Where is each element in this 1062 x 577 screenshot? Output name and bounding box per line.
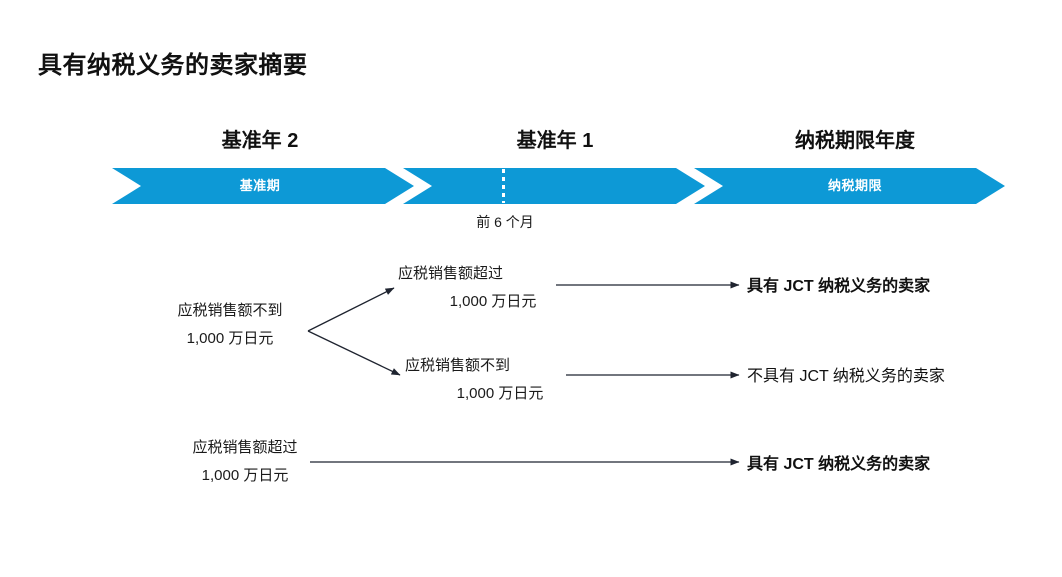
node-branch-lower-line2: 1,000 万日元	[456, 385, 544, 402]
node-branch-upper-line2: 1,000 万日元	[449, 293, 537, 310]
chevron-shapes	[112, 168, 1005, 204]
year-header-tax-period-year: 纳税期限年度	[795, 130, 915, 152]
outcome-jct-liable-bottom: 具有 JCT 纳税义务的卖家	[747, 456, 931, 473]
node-branch-upper-line1: 应税销售额超过	[398, 265, 504, 282]
node-base-year-2-line2: 1,000 万日元	[186, 330, 274, 347]
year-header-base-year-1: 基准年 1	[516, 130, 594, 152]
node-branch-lower-under-threshold: 应税销售额不到 1,000 万日元	[405, 352, 595, 408]
chevron-label-base-period: 基准期	[239, 178, 281, 193]
timeline-chevron-band	[0, 168, 1062, 204]
node-bottom-line1: 应税销售额超过	[192, 439, 298, 456]
first-six-months-note: 前 6 个月	[476, 214, 534, 230]
chevron-dotted-divider	[502, 169, 505, 203]
node-base-year-2-line1: 应税销售额不到	[177, 302, 283, 319]
outcome-jct-liable-top: 具有 JCT 纳税义务的卖家	[747, 278, 931, 295]
node-branch-lower-line1: 应税销售额不到	[405, 357, 511, 374]
year-header-base-year-2: 基准年 2	[221, 130, 299, 152]
chevron-shape-base-period	[112, 168, 414, 204]
chevron-shape-middle	[403, 168, 705, 204]
outcome-jct-not-liable: 不具有 JCT 纳税义务的卖家	[747, 368, 945, 385]
chevron-shape-tax-period	[694, 168, 1005, 204]
node-branch-upper-over-threshold: 应税销售额超过 1,000 万日元	[398, 260, 588, 316]
node-bottom-line2: 1,000 万日元	[201, 467, 289, 484]
chevron-label-tax-period: 纳税期限	[827, 178, 882, 193]
page-title: 具有纳税义务的卖家摘要	[38, 52, 308, 79]
node-bottom-over-threshold: 应税销售额超过 1,000 万日元	[145, 434, 345, 490]
node-base-year-2-under-threshold: 应税销售额不到 1,000 万日元	[130, 297, 330, 353]
